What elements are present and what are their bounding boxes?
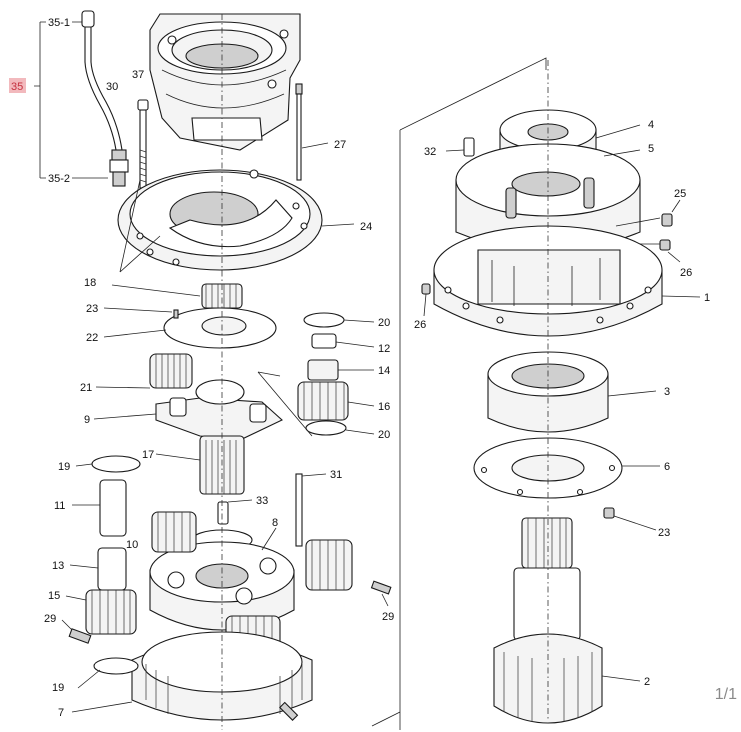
label-17: 17: [142, 449, 154, 461]
label-30: 30: [106, 81, 118, 93]
label-5: 5: [648, 143, 654, 155]
sun-gear: [111, 283, 243, 309]
label-35: 35: [11, 81, 23, 93]
planet-pin-lower: [61, 547, 137, 644]
label-26a: 26: [414, 319, 426, 331]
label-35-1: 35-1: [48, 17, 70, 29]
label-20b: 20: [378, 429, 390, 441]
label-37: 37: [132, 69, 144, 81]
label-18: 18: [84, 277, 96, 289]
label-15: 15: [48, 590, 60, 602]
lubrication-pipe-assembly: [34, 10, 129, 187]
swing-housing: [455, 143, 681, 263]
label-10: 10: [126, 539, 138, 551]
highlight-35: [9, 78, 26, 93]
label-4: 4: [648, 119, 654, 131]
label-3: 3: [664, 386, 670, 398]
label-33: 33: [256, 495, 268, 507]
planet-gear-upper: [95, 353, 193, 389]
sun-gear-shaft: [155, 435, 245, 495]
label-23a: 23: [86, 303, 98, 315]
label-22: 22: [86, 332, 98, 344]
label-2: 2: [644, 676, 650, 688]
motor-housing: [149, 13, 301, 151]
dowel-rod: [295, 83, 329, 181]
label-23b: 23: [658, 527, 670, 539]
section-divider: [371, 57, 547, 730]
label-19b: 19: [52, 682, 64, 694]
lower-bearing: [487, 351, 657, 433]
label-29a: 29: [44, 613, 56, 625]
label-14: 14: [378, 365, 390, 377]
flange-body: [421, 225, 701, 337]
label-27: 27: [334, 139, 346, 151]
label-8: 8: [272, 517, 278, 529]
label-31: 31: [330, 469, 342, 481]
label-32: 32: [424, 146, 436, 158]
planet-carrier: [93, 379, 283, 441]
label-29b: 29: [382, 611, 394, 623]
label-16: 16: [378, 401, 390, 413]
cover-plate: [117, 169, 355, 273]
label-24: 24: [360, 221, 372, 233]
label-9: 9: [84, 414, 90, 426]
part-callouts: 35-1 35 35-2 30 37 27 24 18 23 22 20 12 …: [9, 17, 710, 719]
pin: [445, 137, 475, 157]
long-bolt: [137, 99, 149, 189]
label-25: 25: [674, 188, 686, 200]
label-7: 7: [58, 707, 64, 719]
thrust-plate: [103, 307, 277, 349]
label-26b: 26: [680, 267, 692, 279]
label-6: 6: [664, 461, 670, 473]
label-35-2: 35-2: [48, 173, 70, 185]
label-12: 12: [378, 343, 390, 355]
label-21: 21: [80, 382, 92, 394]
label-19a: 19: [58, 461, 70, 473]
pinion-shaft: [493, 517, 641, 724]
page-indicator: 1/1: [714, 686, 737, 703]
carrier-bolts: [217, 473, 327, 547]
seal-plate: [473, 437, 660, 531]
label-20a: 20: [378, 317, 390, 329]
planet-pin-upper: [72, 455, 141, 537]
label-13: 13: [52, 560, 64, 572]
ring-gear: [71, 631, 313, 721]
planet-stack-right: [257, 312, 375, 437]
label-11: 11: [54, 500, 65, 512]
label-1: 1: [704, 292, 710, 304]
